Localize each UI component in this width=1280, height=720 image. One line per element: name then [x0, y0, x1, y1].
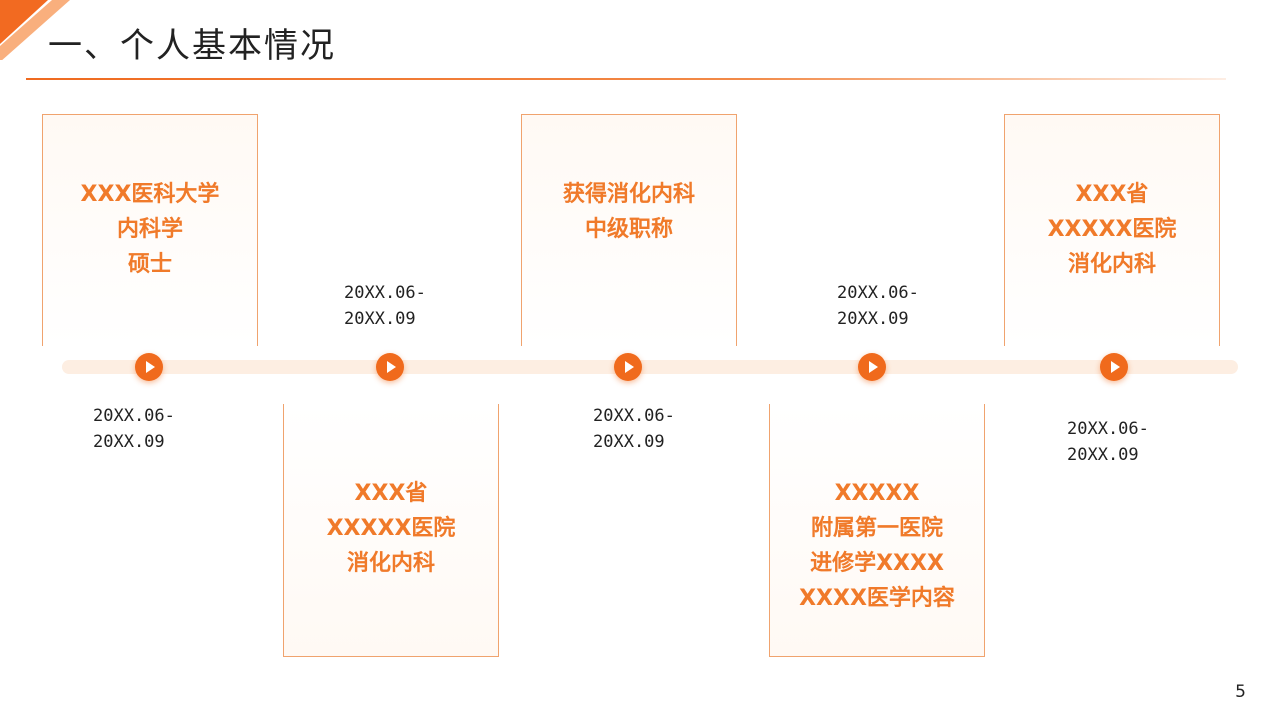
card-text-line: XXX省: [354, 481, 428, 506]
play-circle-icon[interactable]: [858, 353, 886, 381]
card-text-line: 消化内科: [346, 551, 435, 576]
card-text-line: XXXX医学内容: [799, 586, 955, 611]
play-circle-icon[interactable]: [135, 353, 163, 381]
play-circle-icon[interactable]: [376, 353, 404, 381]
card-text-line: 附属第一医院: [810, 516, 943, 541]
date-end: 20XX.09: [837, 309, 909, 329]
timeline-date-1: 20XX.06- 20XX.09: [93, 403, 175, 455]
page-title: 一、个人基本情况: [48, 26, 336, 66]
timeline-date-5: 20XX.06- 20XX.09: [1067, 416, 1149, 468]
date-start: 20XX.06-: [593, 406, 675, 426]
timeline-card-1: XXX医科大学 内科学 硕士: [42, 114, 258, 346]
date-start: 20XX.06-: [344, 283, 426, 303]
date-end: 20XX.09: [93, 432, 165, 452]
timeline-card-2: XXX省 XXXXX医院 消化内科: [283, 404, 499, 657]
card-text-line: XXXXX医院: [1047, 217, 1177, 242]
card-text-line: 硕士: [127, 252, 172, 277]
title-underline: [26, 78, 1226, 80]
timeline-card-4: XXXXX 附属第一医院 进修学XXXX XXXX医学内容: [769, 404, 985, 657]
date-start: 20XX.06-: [93, 406, 175, 426]
date-start: 20XX.06-: [837, 283, 919, 303]
timeline-card-3: 获得消化内科 中级职称: [521, 114, 737, 346]
card-text-line: XXXXX: [834, 481, 920, 506]
card-text-line: 内科学: [116, 217, 183, 242]
date-start: 20XX.06-: [1067, 419, 1149, 439]
timeline-date-3: 20XX.06- 20XX.09: [593, 403, 675, 455]
card-text-line: 消化内科: [1067, 252, 1156, 277]
date-end: 20XX.09: [1067, 445, 1139, 465]
date-end: 20XX.09: [344, 309, 416, 329]
corner-decoration: [0, 0, 70, 60]
play-circle-icon[interactable]: [614, 353, 642, 381]
timeline-card-5: XXX省 XXXXX医院 消化内科: [1004, 114, 1220, 346]
timeline-date-4: 20XX.06- 20XX.09: [837, 280, 919, 332]
play-circle-icon[interactable]: [1100, 353, 1128, 381]
card-text-line: XXXXX医院: [326, 516, 456, 541]
timeline-track: [62, 360, 1238, 374]
page-number: 5: [1235, 682, 1246, 702]
card-text-line: 进修学XXXX: [810, 551, 944, 576]
card-text-line: XXX医科大学: [80, 182, 220, 207]
card-text-line: XXX省: [1075, 182, 1149, 207]
card-text-line: 获得消化内科: [562, 182, 695, 207]
timeline-date-2: 20XX.06- 20XX.09: [344, 280, 426, 332]
date-end: 20XX.09: [593, 432, 665, 452]
card-text-line: 中级职称: [584, 217, 673, 242]
